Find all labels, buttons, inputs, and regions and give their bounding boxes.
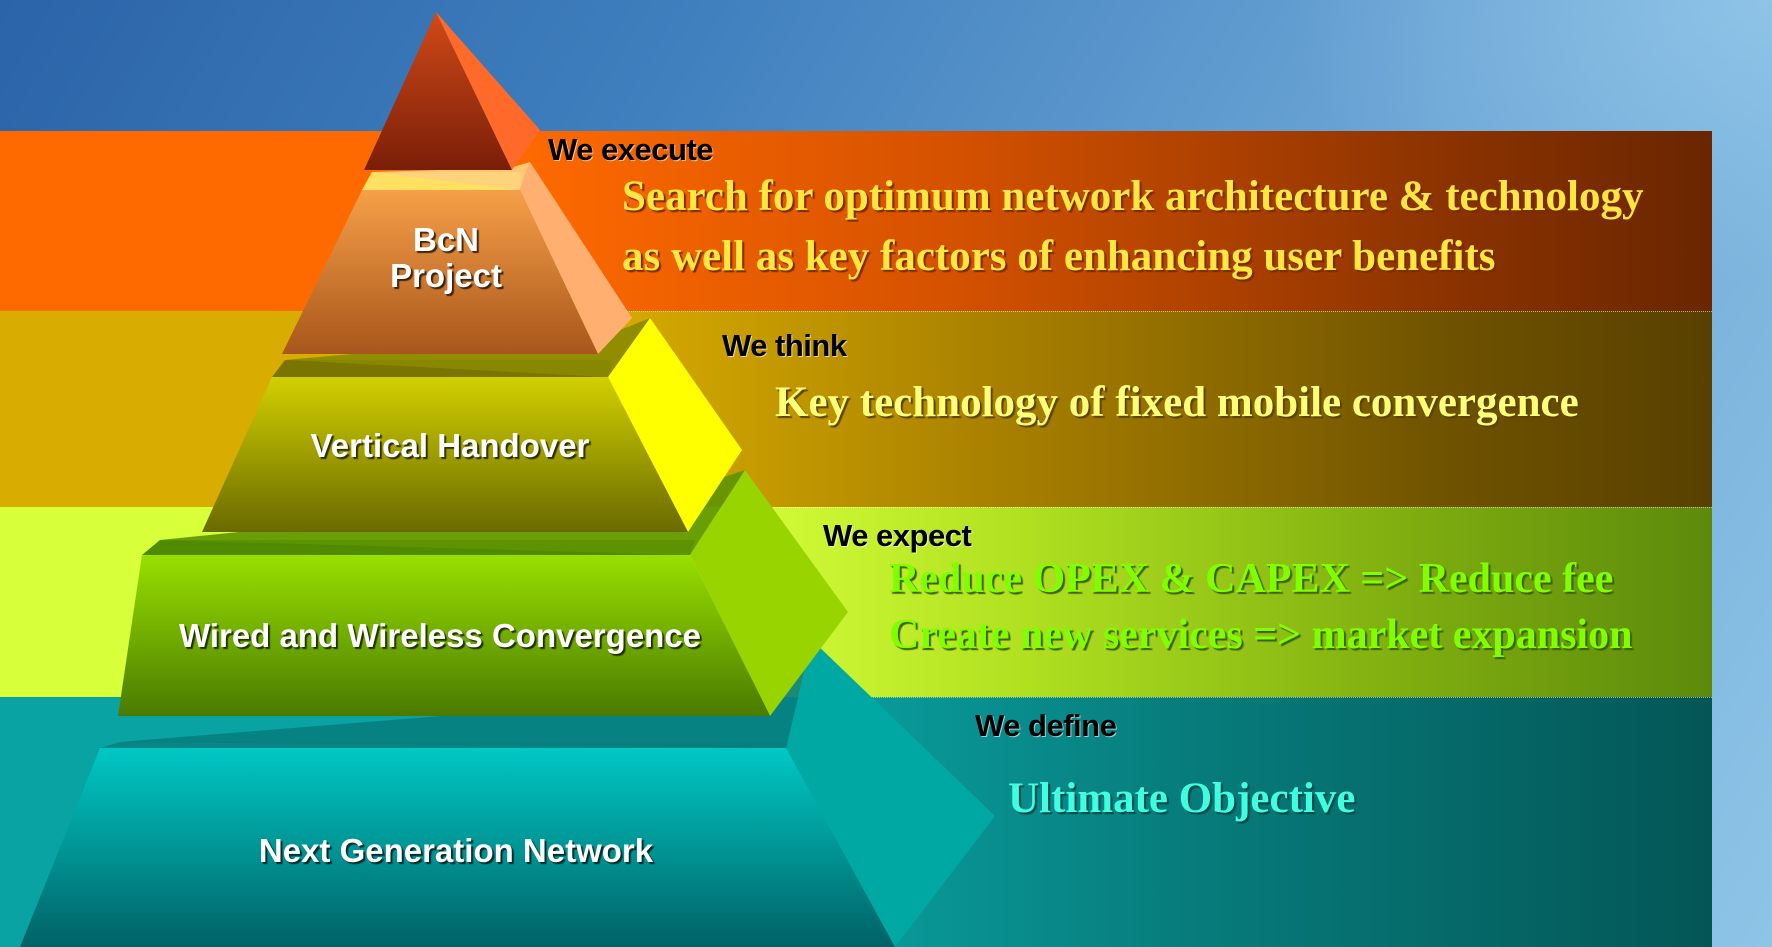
execute-line-1: Search for optimum network architecture … [622,173,1644,220]
tier-side-face [690,470,848,716]
verb-we-expect: We expect [823,518,972,553]
tier-side-face [608,318,742,532]
expect-line-1: Reduce OPEX & CAPEX => Reduce fee [889,556,1614,602]
band-divider [600,697,1712,698]
verb-we-define: We define [975,708,1117,743]
pyramid-apex [364,12,540,170]
band-divider [600,507,1712,508]
tier-side-face [786,640,995,947]
verb-we-execute: We execute [548,132,714,167]
tier-next-generation-network [20,640,995,947]
think-line-1: Key technology of fixed mobile convergen… [775,379,1579,426]
tier-bcn-project [282,162,632,354]
band-divider [600,311,1712,312]
expect-line-2: Create new services => market expansion [889,612,1633,658]
define-line-1: Ultimate Objective [1008,775,1356,822]
execute-line-2: as well as key factors of enhancing user… [622,233,1496,280]
tier-side-face [520,162,632,354]
tier-label-wired-wireless: Wired and Wireless Convergence [178,617,702,654]
tier-label-vertical-handover: Vertical Handover [310,427,590,464]
band-execute [0,131,1712,311]
tier-label-ngn: Next Generation Network [258,832,654,869]
verb-we-think: We think [722,328,847,363]
